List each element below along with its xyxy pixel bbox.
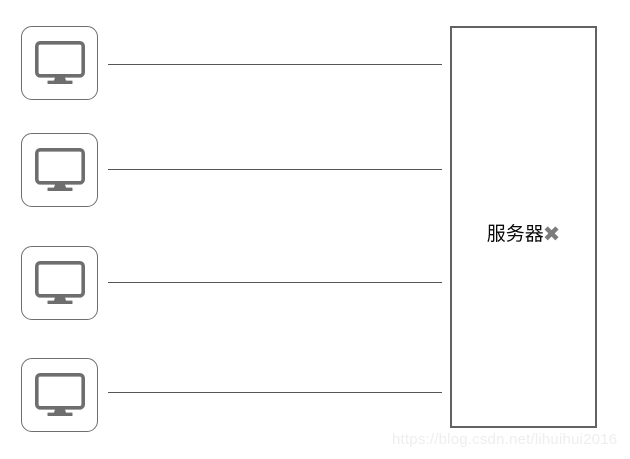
watermark-text: https://blog.csdn.net/lihuihui2016 xyxy=(392,431,618,448)
desktop-monitor-icon xyxy=(34,41,85,84)
client-node-1[interactable] xyxy=(21,26,98,100)
cross-mark-icon: ✖ xyxy=(542,223,561,246)
connector-line-3 xyxy=(108,282,442,283)
desktop-monitor-icon xyxy=(34,261,85,304)
client-node-2[interactable] xyxy=(21,133,98,207)
client-node-3[interactable] xyxy=(21,246,98,320)
connector-line-1 xyxy=(108,64,442,65)
connector-line-2 xyxy=(108,169,442,170)
client-node-4[interactable] xyxy=(21,358,98,432)
desktop-monitor-icon xyxy=(34,148,85,191)
server-label-group: 服务器✖ xyxy=(452,224,595,245)
connector-line-4 xyxy=(108,392,442,393)
server-label: 服务器 xyxy=(486,223,544,245)
server-box[interactable]: 服务器✖ xyxy=(450,26,597,428)
desktop-monitor-icon xyxy=(34,373,85,416)
